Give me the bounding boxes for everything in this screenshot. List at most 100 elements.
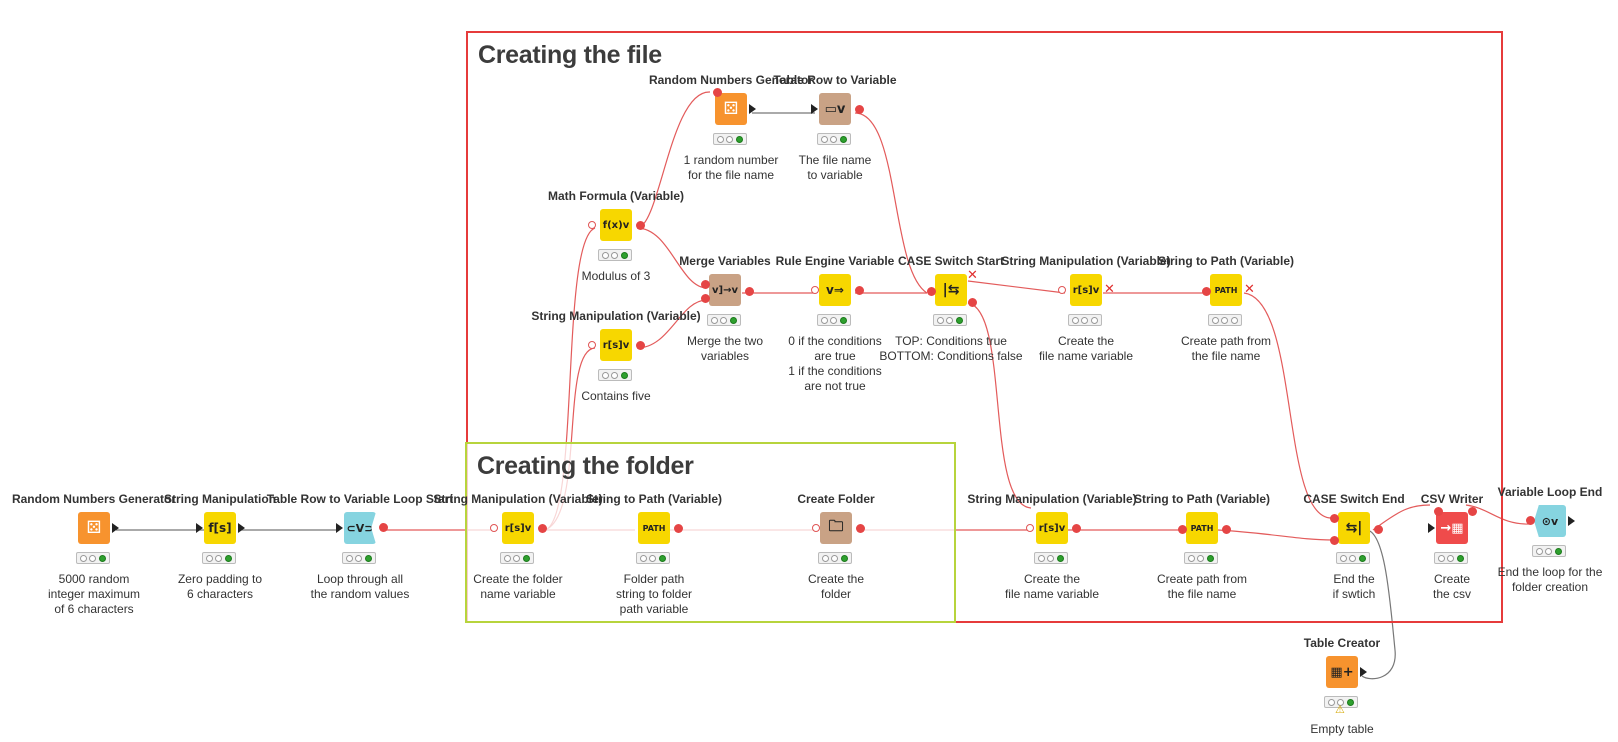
- variable-output-port[interactable]: [538, 524, 547, 533]
- wire-case-to-strman-top: [967, 280, 1066, 294]
- node-table-row-to-variable-loop-start[interactable]: Table Row to Variable Loop Start ⊂V⊃ Loo…: [250, 492, 470, 632]
- path-icon: PATH: [638, 512, 670, 544]
- input-port[interactable]: [1428, 523, 1435, 533]
- variable-input-port[interactable]: [811, 286, 819, 294]
- rule-engine-icon: v⇒: [819, 274, 851, 306]
- variable-input-port[interactable]: [588, 221, 596, 229]
- variable-input-port[interactable]: [1202, 287, 1211, 296]
- node-string-manipulation-variable-folder[interactable]: String Manipulation (Variable) r[s]v Cre…: [408, 492, 628, 632]
- node-description[interactable]: TOP: Conditions true BOTTOM: Conditions …: [879, 334, 1023, 363]
- variable-output-port[interactable]: [856, 524, 865, 533]
- wire-math-to-rng: [636, 91, 711, 229]
- node-description[interactable]: Empty table: [1310, 722, 1374, 736]
- variable-input-port-2[interactable]: [1330, 536, 1339, 545]
- variable-output-port[interactable]: [1072, 524, 1081, 533]
- node-case-switch-start[interactable]: CASE Switch Start |⇆ ✕ TOP: Conditions t…: [841, 254, 1061, 394]
- variable-output-port[interactable]: [636, 341, 645, 350]
- input-port[interactable]: [811, 104, 818, 114]
- node-random-numbers-generator-main[interactable]: Random Numbers Generator ⚄ 5000 random i…: [0, 492, 204, 632]
- variable-input-port[interactable]: [812, 524, 820, 532]
- node-description[interactable]: Create the csv: [1432, 572, 1471, 601]
- variable-output-port[interactable]: [855, 286, 864, 295]
- variable-output-port[interactable]: [855, 105, 864, 114]
- node-merge-variables[interactable]: Merge Variables v]→v Merge the two varia…: [615, 254, 835, 394]
- status-indicator: [598, 369, 632, 381]
- node-variable-loop-end[interactable]: Variable Loop End ⊙v End the loop for th…: [1440, 485, 1618, 625]
- node-string-to-path-file-top[interactable]: String to Path (Variable) PATH ✕ Create …: [1116, 254, 1336, 394]
- node-string-manipulation-variable-file-top[interactable]: String Manipulation (Variable) r[s]v ✕ C…: [976, 254, 1196, 394]
- node-string-manipulation-variable-file-bottom[interactable]: String Manipulation (Variable) r[s]v Cre…: [942, 492, 1162, 632]
- node-description[interactable]: Folder path string to folder path variab…: [615, 572, 693, 616]
- variable-input-port[interactable]: [1026, 524, 1034, 532]
- node-table-creator[interactable]: Table Creator ▦+ ⚠ Empty table: [1232, 636, 1452, 742]
- node-string-manipulation-pad[interactable]: String Manipulation f[s] Zero padding to…: [110, 492, 330, 632]
- output-port[interactable]: [238, 523, 245, 533]
- node-description[interactable]: Create the folder name variable: [473, 572, 563, 601]
- variable-input-port[interactable]: [927, 287, 936, 296]
- node-title: Variable Loop End: [1497, 485, 1603, 499]
- status-indicator: [1434, 552, 1468, 564]
- variable-input-port[interactable]: [490, 524, 498, 532]
- variable-output-port[interactable]: [1222, 525, 1231, 534]
- node-description[interactable]: Create path from the file name: [1156, 572, 1248, 601]
- output-port[interactable]: [1568, 516, 1575, 526]
- variable-output-port[interactable]: [636, 221, 645, 230]
- node-description[interactable]: End the loop for the folder creation: [1497, 565, 1603, 594]
- inactive-output-port[interactable]: ✕: [1244, 281, 1255, 296]
- node-description[interactable]: Loop through all the random values: [310, 572, 410, 601]
- variable-input-port[interactable]: [713, 88, 722, 97]
- output-port[interactable]: [749, 104, 756, 114]
- variable-input-port[interactable]: [588, 341, 596, 349]
- node-case-switch-end[interactable]: CASE Switch End ⇆| End the if swtich: [1244, 492, 1464, 632]
- variable-input-port-1[interactable]: [1330, 514, 1339, 523]
- node-string-to-path-file-bottom[interactable]: String to Path (Variable) PATH Create pa…: [1092, 492, 1312, 632]
- node-description[interactable]: Create path from the file name: [1180, 334, 1272, 363]
- node-string-manipulation-variable-contains[interactable]: String Manipulation (Variable) r[s]v Con…: [506, 309, 726, 449]
- variable-input-port[interactable]: [1526, 516, 1535, 525]
- inactive-output-port[interactable]: ✕: [967, 267, 978, 282]
- node-description[interactable]: 5000 random integer maximum of 6 charact…: [47, 572, 141, 616]
- node-title: String to Path (Variable): [585, 492, 723, 506]
- node-description[interactable]: The file name to variable: [798, 153, 872, 182]
- node-description[interactable]: Create the file name variable: [1004, 572, 1100, 601]
- node-description[interactable]: End the if swtich: [1332, 572, 1376, 601]
- row-to-variable-icon: ▭v: [819, 93, 851, 125]
- input-port[interactable]: [196, 523, 203, 533]
- variable-input-port-2[interactable]: [701, 294, 710, 303]
- variable-output-port[interactable]: [1374, 525, 1383, 534]
- variable-output-port[interactable]: [674, 524, 683, 533]
- variable-output-port[interactable]: [968, 298, 977, 307]
- wire-row2var-to-case: [854, 112, 928, 294]
- inactive-output-port[interactable]: ✕: [1104, 281, 1115, 296]
- node-description[interactable]: Modulus of 3: [581, 269, 651, 283]
- node-math-formula-variable[interactable]: Math Formula (Variable) f(x)v Modulus of…: [506, 189, 726, 329]
- variable-output-port[interactable]: [1468, 507, 1477, 516]
- node-table-row-to-variable[interactable]: Table Row to Variable ▭v The file name t…: [725, 73, 945, 213]
- string-manipulation-variable-icon: r[s]v: [600, 329, 632, 361]
- variable-input-port[interactable]: [1178, 525, 1187, 534]
- node-title: Random Numbers Generator: [648, 73, 814, 87]
- node-title: String to Path (Variable): [1157, 254, 1295, 268]
- variable-output-port[interactable]: [379, 523, 388, 532]
- variable-input-port[interactable]: [1434, 507, 1443, 516]
- node-csv-writer[interactable]: CSV Writer →▦ Create the csv: [1342, 492, 1562, 632]
- node-description[interactable]: Zero padding to 6 characters: [177, 572, 263, 601]
- node-create-folder[interactable]: Create Folder 🗀 Create the folder: [726, 492, 946, 632]
- node-description[interactable]: Create the folder: [807, 572, 865, 601]
- node-rule-engine-variable[interactable]: Rule Engine Variable v⇒ 0 if the conditi…: [725, 254, 945, 394]
- node-description[interactable]: 0 if the conditions are true 1 if the co…: [788, 334, 882, 393]
- node-description[interactable]: Contains five: [581, 389, 651, 403]
- output-port[interactable]: [1360, 667, 1367, 677]
- node-title: Create Folder: [797, 492, 875, 506]
- node-description[interactable]: Create the file name variable: [1038, 334, 1134, 363]
- wire-path-bot-to-caseend: [1217, 529, 1333, 541]
- variable-input-port-1[interactable]: [701, 280, 710, 289]
- input-port[interactable]: [336, 523, 343, 533]
- variable-output-port[interactable]: [745, 287, 754, 296]
- node-random-numbers-generator-file[interactable]: Random Numbers Generator ⚄ 1 random numb…: [621, 73, 841, 213]
- node-string-to-path-folder[interactable]: String to Path (Variable) PATH Folder pa…: [544, 492, 764, 632]
- node-description[interactable]: 1 random number for the file name: [683, 153, 779, 182]
- node-description[interactable]: Merge the two variables: [686, 334, 764, 363]
- variable-input-port[interactable]: [1058, 286, 1066, 294]
- output-port[interactable]: [112, 523, 119, 533]
